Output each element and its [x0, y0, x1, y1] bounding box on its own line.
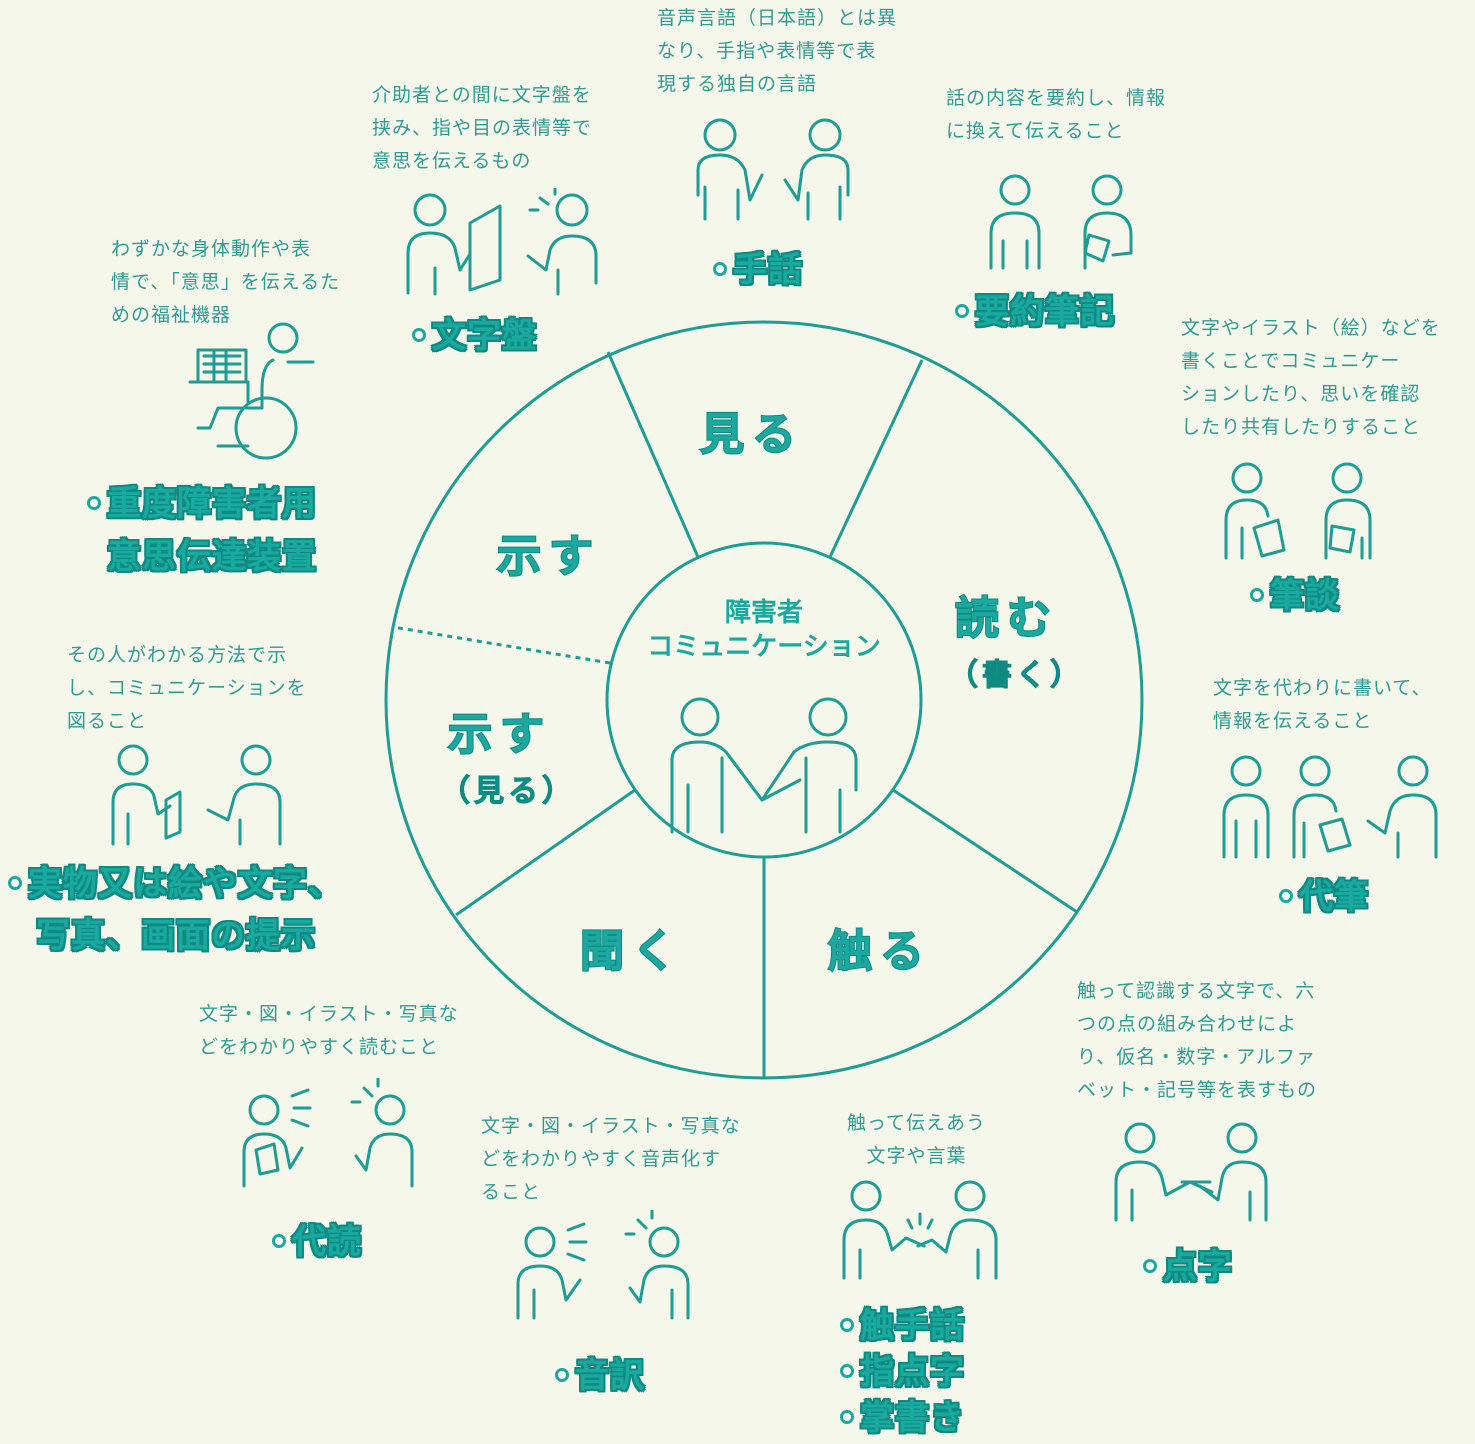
- daidoku-figure-icon: [238, 1078, 418, 1193]
- hitsudan-label-text: 筆談: [1269, 575, 1340, 617]
- bullet-icon: [713, 261, 727, 276]
- mojiban-figure-icon: [400, 188, 605, 298]
- youyaku-figure-icon: [985, 173, 1140, 273]
- bullet-icon: [8, 875, 22, 890]
- jitsubutsu-label-1-text: 実物又は絵や文字、: [27, 863, 343, 905]
- hub-title-line1: 障害者: [724, 598, 803, 628]
- shuwa-figure-icon: [690, 115, 860, 225]
- divider-miru-shimesu: [606, 351, 700, 558]
- jitsubutsu-desc: その人がわかる方法で示 し、コミュニケーションを 図ること: [67, 644, 307, 732]
- onyaku-figure-icon: [512, 1210, 697, 1325]
- juudo-desc: わずかな身体動作や表 情で、「意思」を伝えるた めの福祉機器: [111, 238, 341, 326]
- mojiban-label-text: 文字盤: [431, 315, 537, 357]
- bullet-icon: [555, 1367, 569, 1382]
- sector-shimesu-bottom-sub: （見る）: [440, 774, 576, 810]
- tenji-desc: 触って認識する文字で、六 つの点の組み合わせによ り、仮名・数字・アルファ ベッ…: [1077, 980, 1318, 1101]
- sector-shimesu-bottom: 示す: [447, 708, 552, 761]
- shokushuwa-label-3-text: 掌書き: [859, 1397, 965, 1439]
- hitsudan-figure-icon: [1222, 458, 1377, 563]
- shokushuwa-label-1: 触手話: [840, 1302, 965, 1350]
- jitsubutsu-label-2: 写真、画面の提示: [35, 915, 316, 957]
- daidoku-label: 代読: [272, 1218, 362, 1266]
- bullet-icon: [1250, 587, 1264, 602]
- shokushuwa-label-2-text: 指点字: [859, 1351, 965, 1393]
- shuwa-label-text: 手話: [732, 249, 803, 291]
- bullet-icon: [412, 327, 426, 342]
- bullet-icon: [272, 1233, 286, 1248]
- shokushuwa-label-3: 掌書き: [840, 1394, 965, 1442]
- daihitsu-desc: 文字を代わりに書いて、 情報を伝えること: [1213, 677, 1432, 732]
- daidoku-desc: 文字・図・イラスト・写真な どをわかりやすく読むこと: [199, 1003, 459, 1058]
- divider-shimesu-dotted: [392, 625, 611, 665]
- hitsudan-desc: 文字やイラスト（絵）などを 書くことでコミュニケー ションしたり、思いを確認 し…: [1181, 317, 1441, 438]
- shuwa-desc: 音声言語（日本語）とは異 なり、手指や表情等で表 現する独自の言語: [657, 7, 898, 95]
- divider-miru-yomu: [828, 359, 924, 558]
- hub-title-line2: コミュニケーション: [647, 632, 881, 662]
- bullet-icon: [1143, 1258, 1157, 1273]
- daihitsu-figure-icon: [1220, 753, 1445, 861]
- shuwa-label: 手話: [713, 246, 803, 294]
- daihitsu-label: 代筆: [1279, 873, 1369, 921]
- onyaku-label-text: 音訳: [574, 1355, 645, 1397]
- hub-title: 障害者 コミュニケーション: [630, 596, 898, 664]
- jitsubutsu-figure-icon: [108, 740, 288, 848]
- tenji-label: 点字: [1143, 1243, 1233, 1291]
- sector-kiku: 聞く: [579, 925, 684, 978]
- shokushuwa-figure-icon: [838, 1178, 1003, 1283]
- divider-kiku-shimesu: [455, 788, 636, 917]
- shokushuwa-desc: 触って伝えあう 文字や言葉: [846, 1112, 987, 1167]
- daidoku-label-text: 代読: [291, 1221, 362, 1263]
- juudo-label-1-text: 重度障害者用: [106, 483, 317, 525]
- bullet-icon: [955, 303, 969, 318]
- sector-miru: 見る: [699, 408, 804, 461]
- sector-fureru: 触る: [827, 925, 932, 978]
- sector-yomu: 読む: [954, 592, 1059, 645]
- sector-shimesu-top: 示す: [496, 530, 601, 583]
- hitsudan-label: 筆談: [1250, 572, 1340, 620]
- tenji-label-text: 点字: [1162, 1246, 1233, 1288]
- inner-circle: [605, 541, 923, 859]
- jitsubutsu-label-1: 実物又は絵や文字、: [8, 860, 343, 908]
- bullet-icon: [840, 1409, 854, 1424]
- juudo-figure-icon: [188, 320, 323, 460]
- juudo-label-1: 重度障害者用: [87, 480, 317, 528]
- sector-yomu-sub: （書く）: [948, 658, 1084, 694]
- juudo-label-2: 意思伝達装置: [106, 536, 317, 578]
- tenji-figure-icon: [1110, 1120, 1275, 1225]
- youyaku-desc: 話の内容を要約し、情報 に換えて伝えること: [946, 87, 1167, 142]
- bullet-icon: [87, 495, 101, 510]
- shokushuwa-label-1-text: 触手話: [859, 1305, 965, 1347]
- mojiban-desc: 介助者との間に文字盤を 挟み、指や目の表情等で 意思を伝えるもの: [372, 84, 593, 172]
- shokushuwa-label-2: 指点字: [840, 1348, 965, 1396]
- youyaku-label-text: 要約筆記: [974, 291, 1115, 333]
- youyaku-label: 要約筆記: [955, 288, 1115, 336]
- mojiban-label: 文字盤: [412, 312, 537, 360]
- bullet-icon: [1279, 888, 1293, 903]
- bullet-icon: [840, 1317, 854, 1332]
- bullet-icon: [840, 1363, 854, 1378]
- handshake-icon: [670, 697, 858, 834]
- onyaku-desc: 文字・図・イラスト・写真な どをわかりやすく音声化す ること: [481, 1115, 741, 1203]
- divider-yomu-fureru: [892, 788, 1078, 914]
- onyaku-label: 音訳: [555, 1352, 645, 1400]
- daihitsu-label-text: 代筆: [1298, 876, 1369, 918]
